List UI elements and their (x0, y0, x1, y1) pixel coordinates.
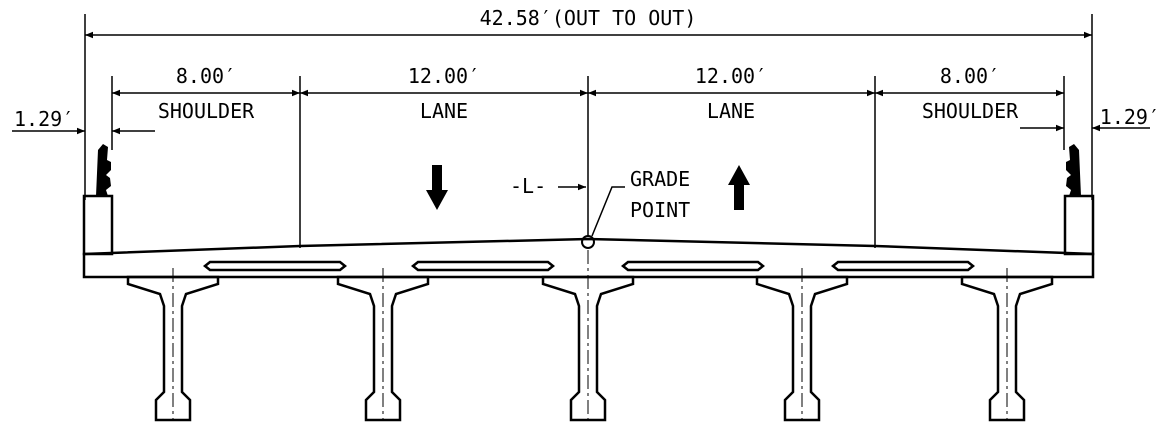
girder-3 (541, 250, 635, 422)
lane-dimensions: 8.00′ SHOULDER 12.00′ LANE 12.00′ LANE 8… (111, 64, 1065, 248)
left-shoulder-width: 8.00′ (176, 64, 236, 88)
right-barrier-dimension: 1.29′ (1020, 105, 1160, 132)
right-lane-label: LANE (707, 99, 755, 123)
left-barrier-width: 1.29′ (14, 107, 74, 131)
grade-point-annotation: GRADE POINT (581, 167, 690, 249)
girder-4 (755, 268, 849, 422)
left-lane-width: 12.00′ (408, 64, 480, 88)
left-shoulder-label: SHOULDER (158, 99, 255, 123)
left-barrier-dimension: 1.29′ (12, 107, 155, 135)
girder-1 (126, 268, 220, 422)
right-shoulder-width: 8.00′ (940, 64, 1000, 88)
overall-dimension-label: 42.58′(OUT TO OUT) (480, 6, 697, 30)
right-barrier-width: 1.29′ (1100, 105, 1160, 129)
down-arrow-icon (426, 165, 448, 210)
centerline-annotation: -L- (510, 174, 586, 198)
deck-slab (82, 237, 1095, 279)
right-shoulder-label: SHOULDER (922, 99, 1019, 123)
centerline-label: -L- (510, 174, 546, 198)
up-arrow-icon (728, 165, 750, 210)
girder-5 (960, 268, 1054, 422)
deck-forms (202, 260, 976, 272)
grade-point-label-line2: POINT (630, 198, 690, 222)
left-barrier (82, 144, 114, 256)
overall-dimension: 42.58′(OUT TO OUT) (84, 6, 1093, 200)
left-lane-label: LANE (420, 99, 468, 123)
right-lane-width: 12.00′ (695, 64, 767, 88)
right-barrier (1063, 144, 1095, 256)
girder-2 (336, 268, 430, 422)
grade-point-label-line1: GRADE (630, 167, 690, 191)
